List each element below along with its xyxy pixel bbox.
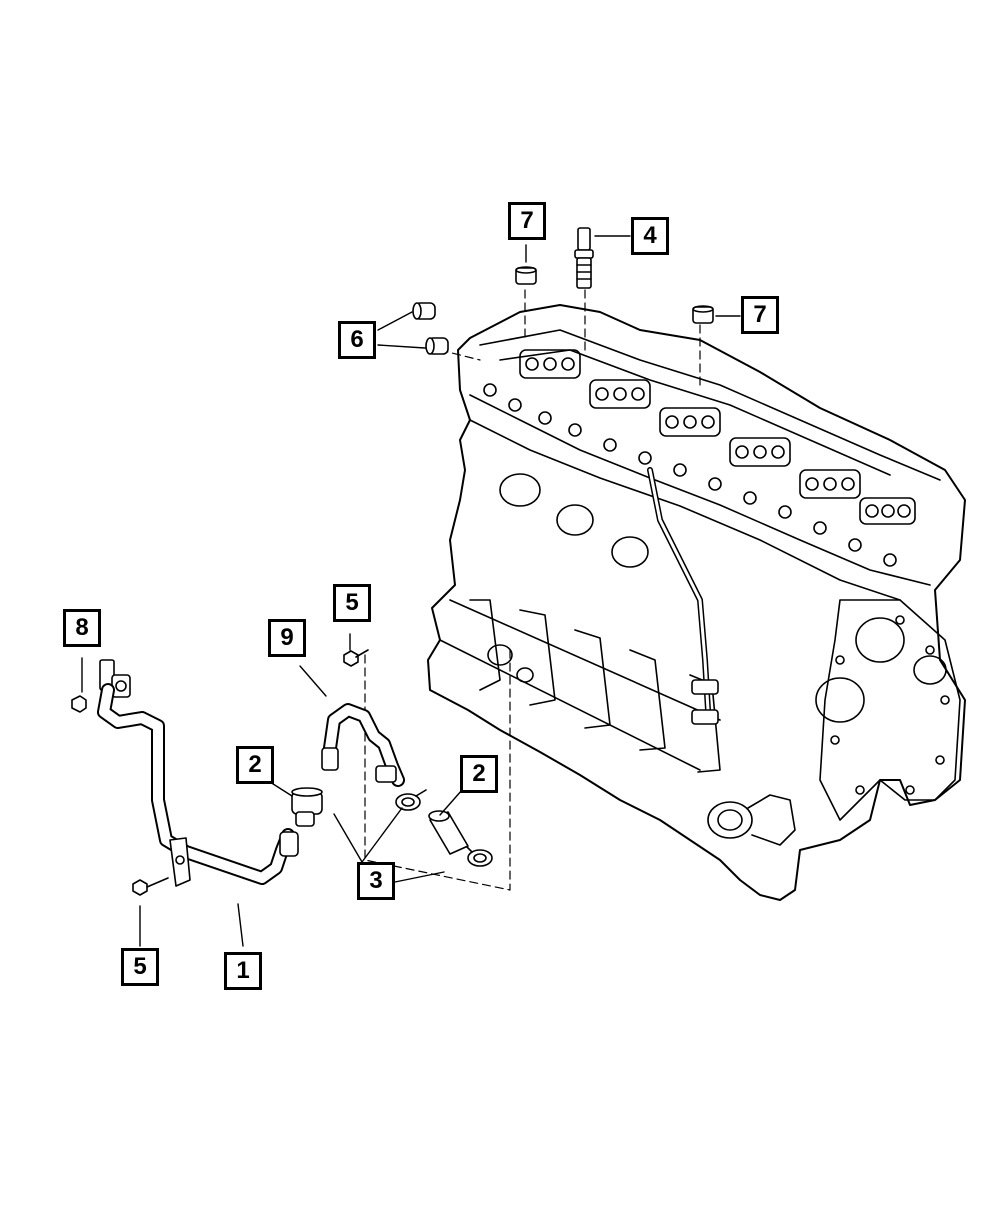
part-8-fitting <box>71 659 131 713</box>
valve-train-clusters <box>519 349 916 525</box>
part-7-cap-right <box>692 305 714 324</box>
part-4-stud <box>574 227 594 289</box>
callout-label: 8 <box>75 614 89 641</box>
callout-6: 6 <box>338 321 376 359</box>
callout-1: 1 <box>224 952 262 990</box>
callout-9: 9 <box>268 619 306 657</box>
callout-label: 2 <box>248 751 262 778</box>
callout-2-right: 2 <box>460 755 498 793</box>
callout-label: 6 <box>350 326 364 353</box>
part-2-connector-left <box>291 787 323 827</box>
part-2-sleeve-right <box>428 810 469 855</box>
head-bolt-holes <box>483 383 897 567</box>
part-7-cap-top <box>515 266 537 285</box>
block-face-openings <box>499 473 947 723</box>
callout-4: 4 <box>631 217 669 255</box>
rear-housing-plate <box>819 599 961 821</box>
part-6-dowels <box>412 302 449 355</box>
crankcase-ribs <box>439 599 721 773</box>
callout-label: 7 <box>753 301 767 328</box>
callout-label: 3 <box>369 867 383 894</box>
callout-7-top: 7 <box>508 202 546 240</box>
callout-label: 5 <box>133 953 147 980</box>
part-5-bolt-top <box>343 649 369 667</box>
part-9-hose <box>321 703 405 787</box>
callout-2-left: 2 <box>236 746 274 784</box>
oil-fitting <box>487 644 534 683</box>
leader-lines <box>81 235 741 947</box>
callout-3: 3 <box>357 862 395 900</box>
part-5-bolt-left <box>132 877 169 896</box>
callout-label: 5 <box>345 589 359 616</box>
callout-label: 4 <box>643 222 657 249</box>
part-3-clamps <box>395 789 493 867</box>
part-1-tube <box>97 683 299 887</box>
coolant-outlet <box>707 794 796 846</box>
callout-label: 9 <box>280 624 294 651</box>
callout-5-top: 5 <box>333 584 371 622</box>
callout-label: 2 <box>472 760 486 787</box>
engine-block <box>427 304 966 901</box>
callout-label: 1 <box>236 957 250 984</box>
callout-7-right: 7 <box>741 296 779 334</box>
callout-8: 8 <box>63 609 101 647</box>
callout-5-bottom: 5 <box>121 948 159 986</box>
callout-label: 7 <box>520 207 534 234</box>
